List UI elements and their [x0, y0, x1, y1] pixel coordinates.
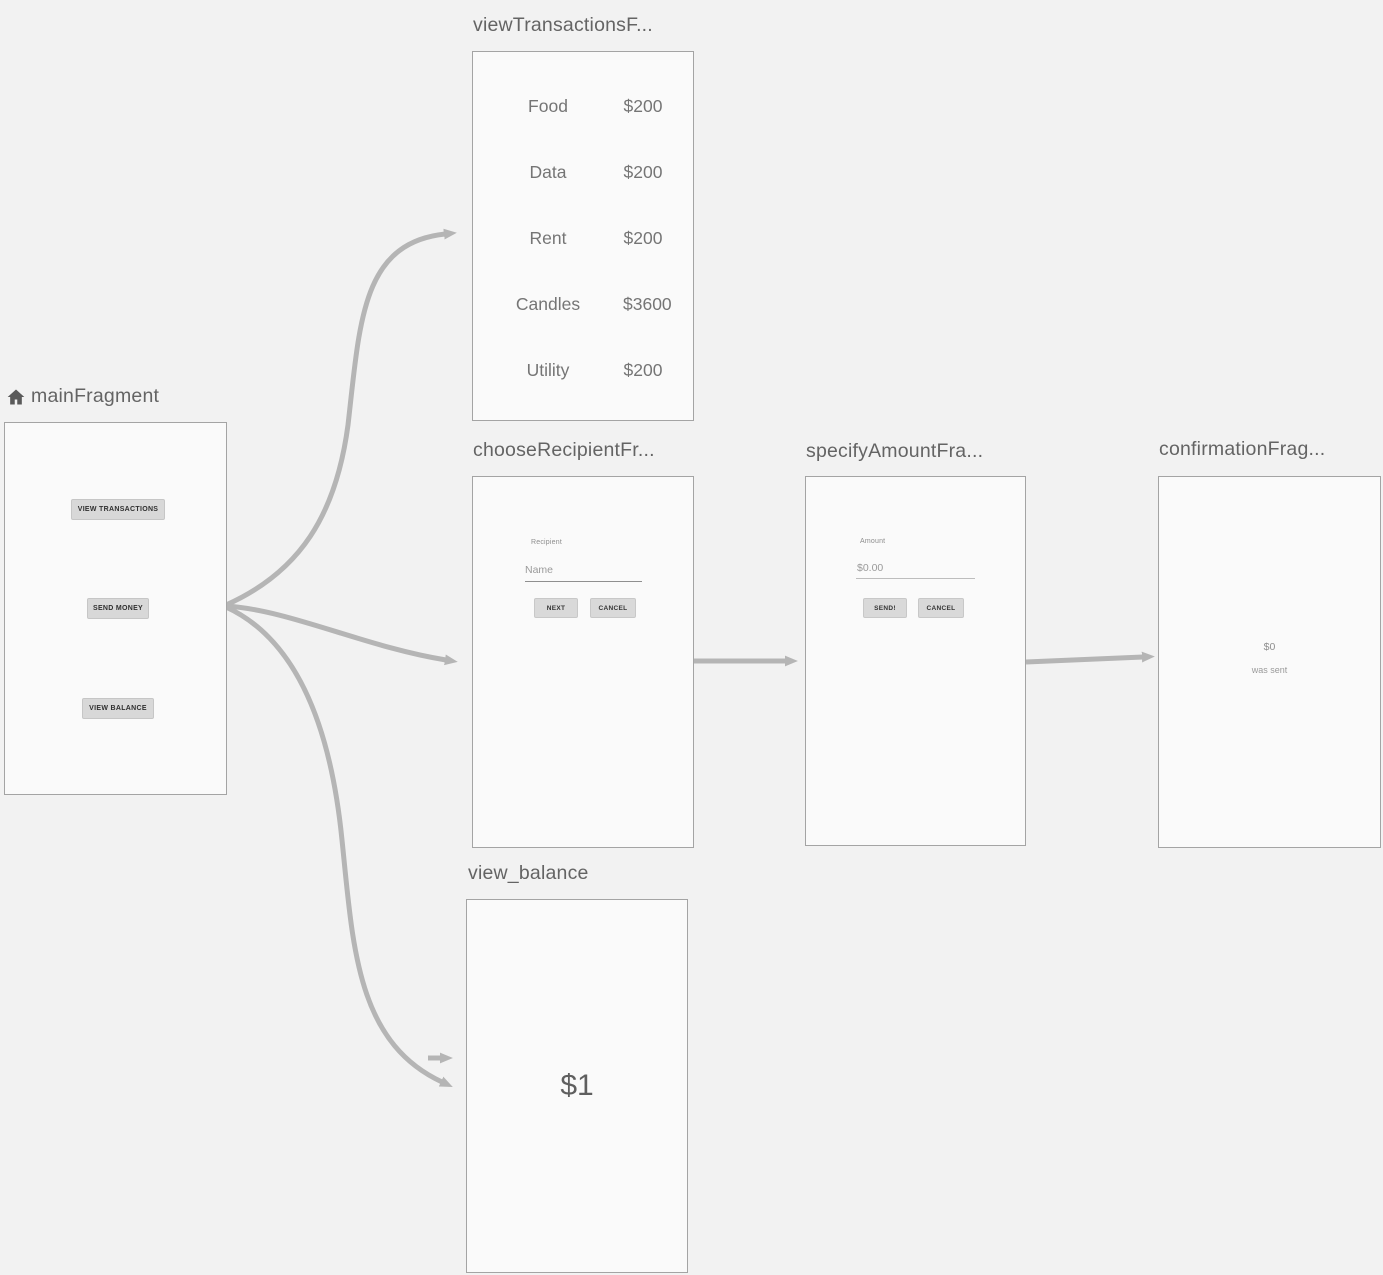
transaction-amount: $3600 — [623, 293, 672, 314]
transactions-list: Food $200 Data $200 Rent $200 Candles $3… — [473, 73, 693, 403]
main-fragment-title: mainFragment — [6, 385, 159, 408]
action-arrow-main-to-choose-recipient[interactable] — [223, 603, 458, 666]
amount-input: $0.00 — [857, 562, 884, 574]
transaction-amount: $200 — [623, 227, 663, 248]
view-balance-fragment-card[interactable]: $1 — [466, 899, 688, 1273]
confirmation-amount-text: $0 — [1263, 641, 1276, 653]
transaction-amount: $200 — [623, 359, 663, 380]
specify-amount-fragment-card[interactable]: Amount $0.00 SEND! CANCEL — [805, 476, 1026, 846]
transaction-amount: $200 — [623, 95, 663, 116]
action-arrow-main-to-view-balance[interactable] — [223, 604, 453, 1088]
transaction-row: Rent $200 — [473, 205, 693, 271]
transaction-row: Data $200 — [473, 139, 693, 205]
transaction-row: Utility $200 — [473, 337, 693, 403]
transaction-label: Candles — [515, 293, 581, 314]
view-transactions-fragment-card[interactable]: Food $200 Data $200 Rent $200 Candles $3… — [472, 51, 694, 421]
view-transactions-fragment-title: viewTransactionsF... — [473, 14, 653, 37]
action-arrow-main-to-view-transactions[interactable] — [223, 228, 457, 608]
balance-value-text: $1 — [560, 1069, 594, 1102]
recipient-input-underline — [525, 581, 642, 582]
transaction-label: Food — [528, 95, 568, 116]
send-button: SEND! — [863, 598, 907, 618]
specify-amount-title-label: specifyAmountFra... — [806, 440, 984, 462]
home-icon — [7, 389, 25, 404]
specify-amount-fragment-title: specifyAmountFra... — [806, 440, 983, 463]
view-balance-title-label: view_balance — [468, 862, 589, 884]
cancel-button: CANCEL — [918, 598, 964, 618]
view-balance-fragment-title: view_balance — [468, 862, 589, 885]
recipient-name-input: Name — [525, 564, 554, 576]
transaction-amount: $200 — [623, 161, 663, 182]
view-transactions-button: VIEW TRANSACTIONS — [71, 499, 165, 520]
amount-input-underline — [856, 578, 975, 579]
view-balance-button: VIEW BALANCE — [82, 698, 154, 719]
transaction-label: Rent — [529, 227, 567, 248]
amount-field-label: Amount — [860, 538, 886, 545]
choose-recipient-title-label: chooseRecipientFr... — [473, 439, 655, 461]
transaction-row: Food $200 — [473, 73, 693, 139]
cancel-button: CANCEL — [590, 598, 636, 618]
choose-recipient-fragment-card[interactable]: Recipient Name NEXT CANCEL — [472, 476, 694, 848]
send-money-button: SEND MONEY — [87, 598, 149, 619]
confirmation-message-text: was sent — [1251, 665, 1288, 675]
main-fragment-title-label: mainFragment — [31, 385, 160, 407]
recipient-field-label: Recipient — [531, 539, 562, 546]
transaction-row: Candles $3600 — [473, 271, 693, 337]
transaction-label: Data — [529, 161, 567, 182]
next-button: NEXT — [534, 598, 578, 618]
transaction-label: Utility — [526, 359, 570, 380]
confirmation-title-label: confirmationFrag... — [1159, 438, 1326, 460]
choose-recipient-fragment-title: chooseRecipientFr... — [473, 439, 655, 462]
confirmation-fragment-card[interactable]: $0 was sent — [1158, 476, 1381, 848]
view-transactions-title-label: viewTransactionsF... — [473, 14, 653, 36]
confirmation-fragment-title: confirmationFrag... — [1159, 438, 1325, 461]
action-arrow-specify-amount-to-confirmation[interactable] — [1025, 651, 1155, 665]
main-fragment-card[interactable]: VIEW TRANSACTIONS SEND MONEY VIEW BALANC… — [4, 422, 227, 795]
